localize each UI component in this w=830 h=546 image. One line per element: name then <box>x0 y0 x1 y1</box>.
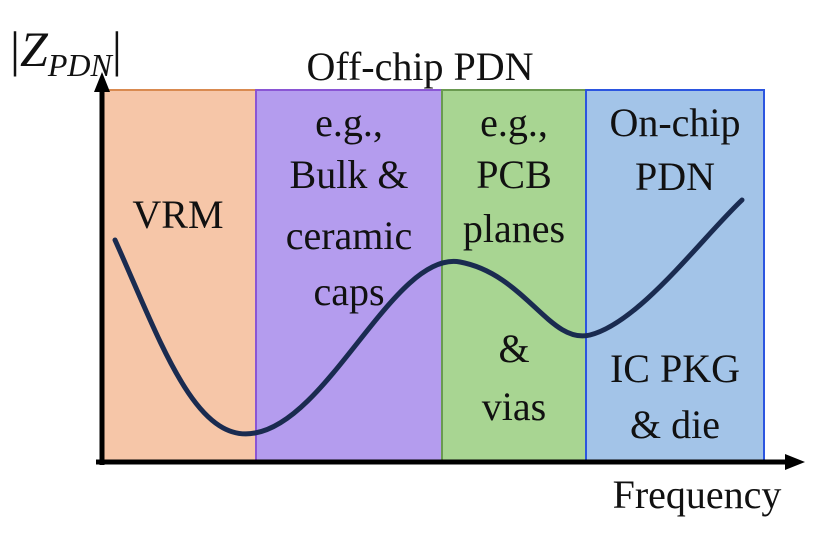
vrm-label: VRM <box>132 192 223 237</box>
caps-label-line-3: ceramic <box>286 213 413 258</box>
caps-label-line-1: e.g., <box>315 100 383 145</box>
y-axis-label: |ZPDN| <box>10 21 122 83</box>
pcb-label-line-4: & <box>498 326 529 371</box>
onchip-label-line-4: & die <box>630 402 720 447</box>
pcb-label-line-3: planes <box>463 206 565 251</box>
region-vrm <box>101 89 257 463</box>
region-onchip <box>585 89 765 463</box>
caps-label-line-2: Bulk & <box>290 152 409 197</box>
off-chip-title: Off-chip PDN <box>306 44 533 89</box>
y-axis-arrow <box>94 72 110 92</box>
x-axis-arrow <box>785 454 805 470</box>
region-caps <box>255 89 443 463</box>
impedance-curve <box>112 197 745 437</box>
region-pcb <box>441 89 587 463</box>
pcb-label-line-5: vias <box>482 384 546 429</box>
pcb-label-line-1: e.g., <box>480 100 548 145</box>
caps-label-line-4: caps <box>313 269 384 314</box>
onchip-label-line-1: On-chip <box>609 100 740 145</box>
x-axis-label: Frequency <box>613 472 782 517</box>
onchip-label-line-2: PDN <box>635 154 715 199</box>
pcb-label-line-2: PCB <box>476 152 552 197</box>
onchip-label-line-3: IC PKG <box>610 346 740 391</box>
